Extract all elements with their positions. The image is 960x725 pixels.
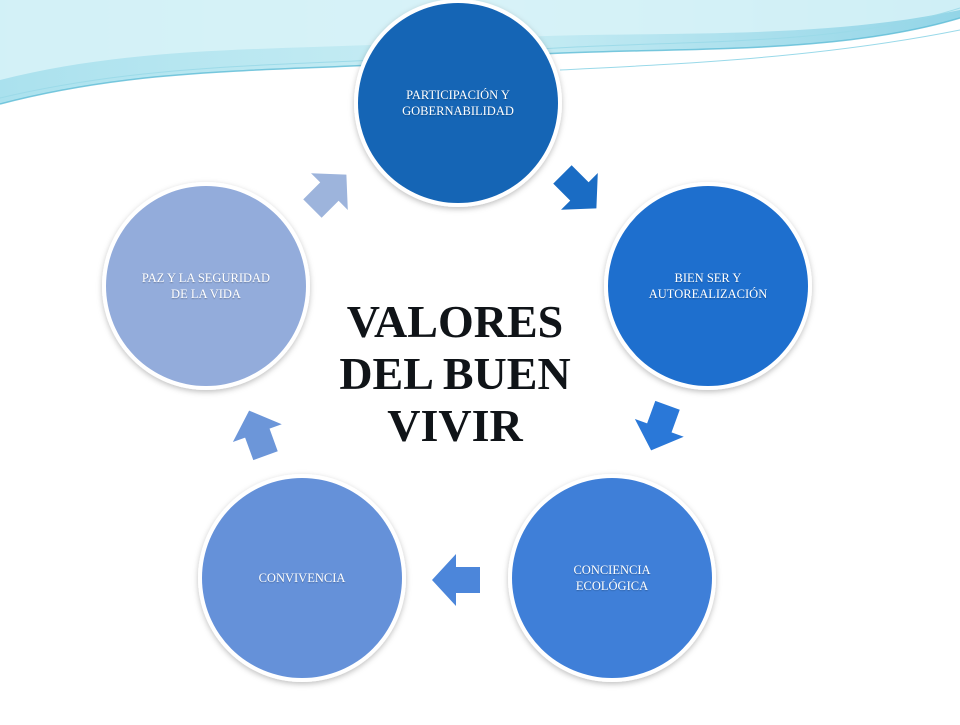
diagram-title: VALORES DEL BUEN VIVIR — [339, 296, 571, 451]
node-label-participacion: PARTICIPACIÓN Y GOBERNABILIDAD — [402, 87, 514, 118]
arrow-conciencia-to-convivencia — [432, 554, 480, 606]
node-circle-conciencia — [512, 478, 712, 678]
node-circle-convivencia — [202, 478, 402, 678]
node-label-paz: PAZ Y LA SEGURIDAD DE LA VIDA — [141, 270, 271, 301]
node-circle-participacion — [358, 3, 558, 203]
arrow-convivencia-to-paz — [232, 410, 282, 461]
node-label-convivencia: CONVIVENCIA — [258, 570, 346, 585]
arrow-bien-ser-to-conciencia — [634, 400, 684, 451]
node-label-conciencia: CONCIENCIA ECOLÓGICA — [573, 562, 651, 593]
arrow-participacion-to-bien-ser — [553, 165, 598, 210]
arrow-paz-to-participacion — [303, 173, 348, 218]
node-label-bien-ser: BIEN SER Y AUTOREALIZACIÓN — [648, 270, 768, 301]
node-circle-bien-ser — [608, 186, 808, 386]
node-circle-paz — [106, 186, 306, 386]
